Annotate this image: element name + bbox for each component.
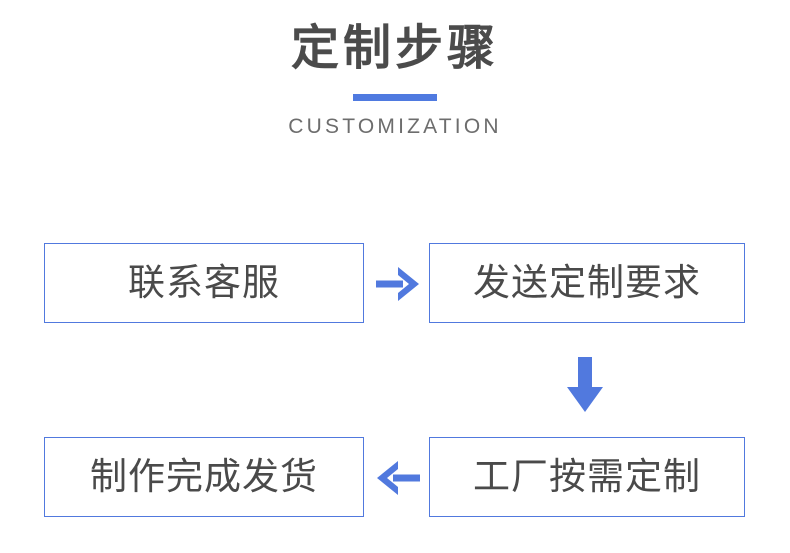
arrow-right-icon <box>376 267 419 301</box>
page-title: 定制步骤 <box>290 22 499 75</box>
arrow-down-icon <box>567 357 603 412</box>
step-label: 工厂按需定制 <box>473 456 701 497</box>
page-subtitle: CUSTOMIZATION <box>288 115 502 138</box>
step-box-send-request: 发送定制要求 <box>429 243 745 323</box>
step-box-ship-completed: 制作完成发货 <box>44 437 364 517</box>
step-label: 发送定制要求 <box>473 262 701 303</box>
arrow-left-icon <box>377 461 420 495</box>
step-box-contact-support: 联系客服 <box>44 243 364 323</box>
step-label: 联系客服 <box>128 262 280 303</box>
title-divider <box>353 94 437 101</box>
step-box-factory-custom: 工厂按需定制 <box>429 437 745 517</box>
step-label: 制作完成发货 <box>90 456 318 497</box>
